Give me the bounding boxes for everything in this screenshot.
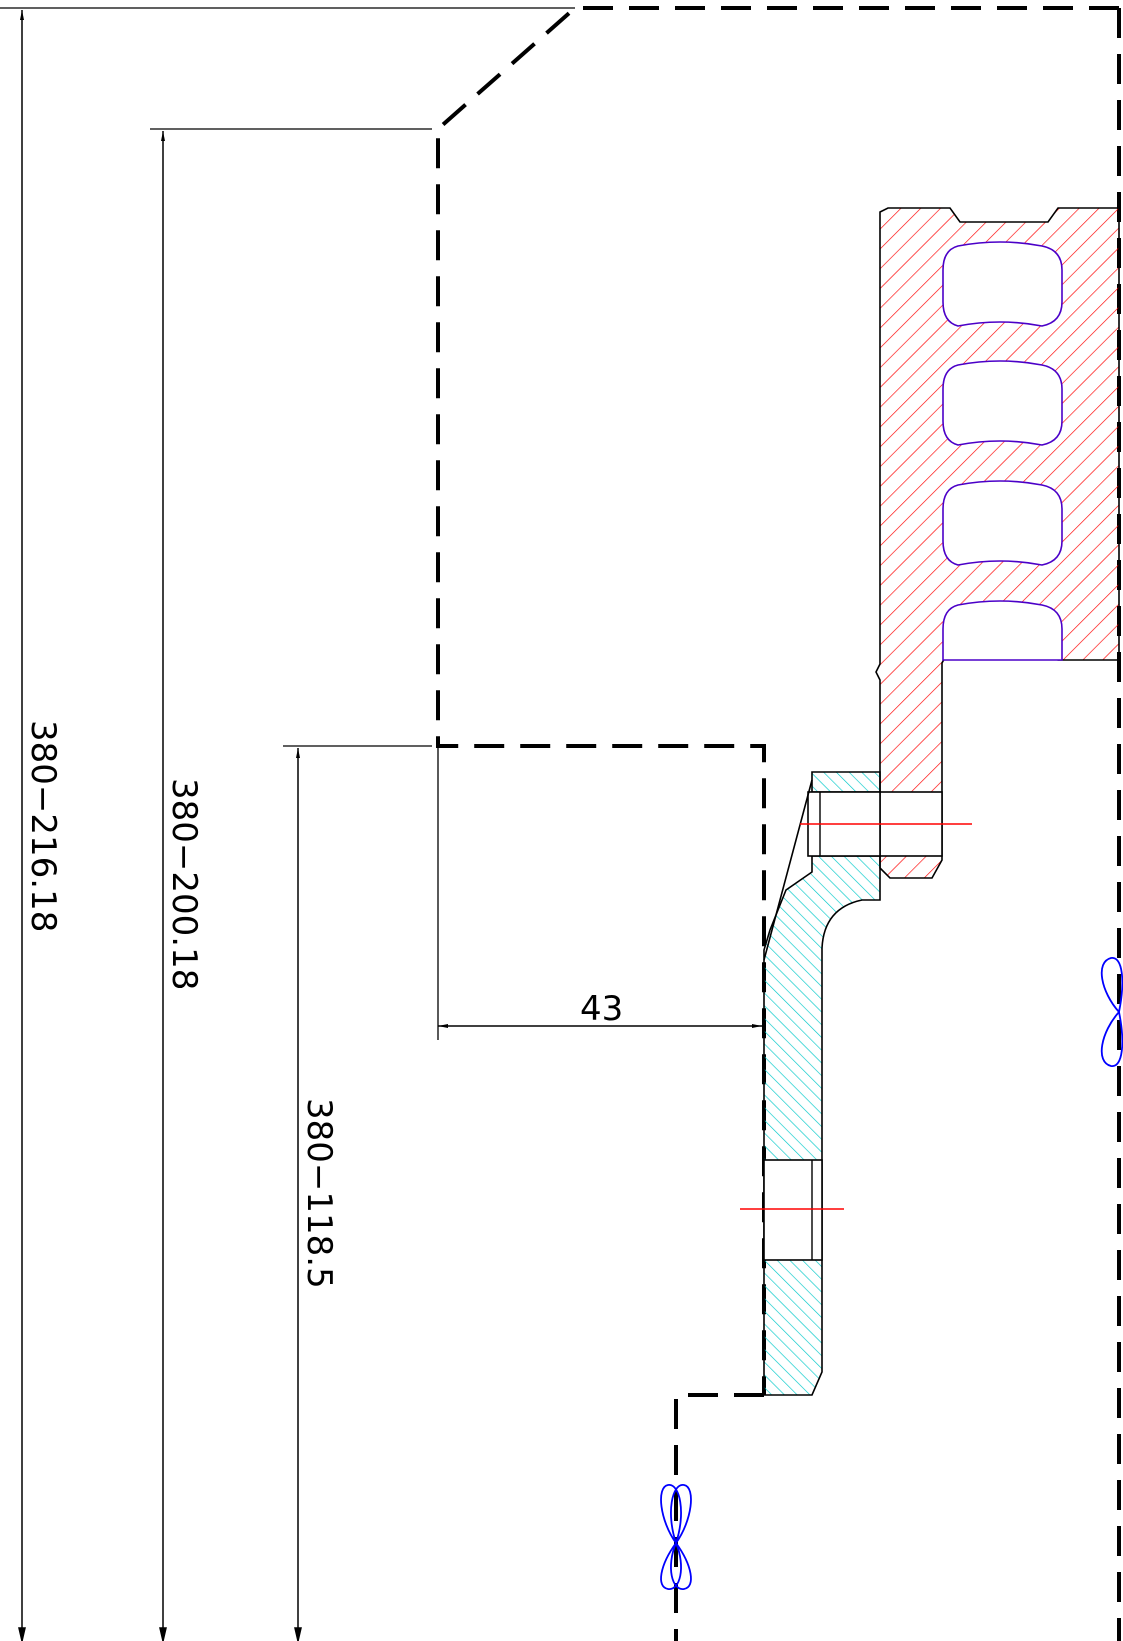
slot-4 bbox=[942, 600, 1063, 661]
dim-text-offset: 43 bbox=[580, 989, 623, 1029]
flange-chamfer bbox=[763, 779, 813, 961]
ring-slots bbox=[942, 241, 1063, 661]
slot-3 bbox=[942, 480, 1063, 566]
slot-2 bbox=[942, 360, 1063, 446]
dim-text-overall: 380−216.18 bbox=[23, 720, 63, 932]
clamp-symbol-right bbox=[1100, 957, 1123, 1067]
dimension-lines bbox=[18, 9, 762, 1641]
phantom-outline bbox=[436, 6, 1121, 1641]
slot-1 bbox=[942, 241, 1063, 327]
flange-lower-bore bbox=[763, 1159, 823, 1261]
upper-envelope bbox=[436, 6, 1119, 1395]
lower-envelope bbox=[674, 1393, 764, 1641]
flange-arm bbox=[763, 855, 881, 1396]
dim-text-mid: 380−200.18 bbox=[164, 778, 204, 990]
clamp-symbol-bottom bbox=[660, 1484, 692, 1590]
flange-body bbox=[811, 771, 881, 793]
centerlines bbox=[740, 823, 972, 1210]
dim-text-flange: 380−118.5 bbox=[299, 1098, 339, 1289]
clamp-symbols bbox=[660, 957, 1123, 1590]
flange-section bbox=[763, 771, 881, 1396]
ring-section bbox=[875, 207, 1120, 879]
extension-lines bbox=[0, 7, 575, 1040]
